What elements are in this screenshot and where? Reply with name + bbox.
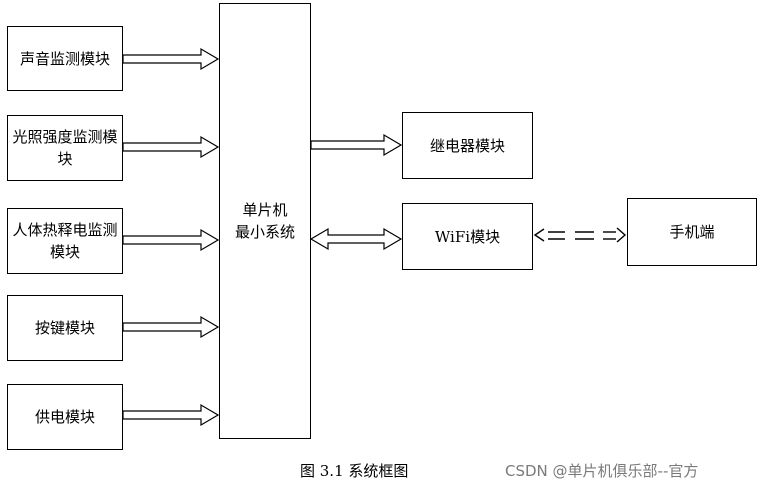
light-module-text: 光照强度监测模 块 xyxy=(12,126,117,170)
arrow-mcu-to-relay xyxy=(310,133,403,157)
power-module-label: 供电模块 xyxy=(34,408,95,426)
phone-box: 手机端 xyxy=(627,198,757,266)
mcu-text: 单片机 最小系统 xyxy=(235,199,295,243)
figure-caption: 图 3.1 系统框图 xyxy=(300,462,409,480)
arrow-sound-to-mcu xyxy=(122,47,220,71)
pir-module-box: 人体热释电监测 模块 xyxy=(7,208,123,274)
pir-module-text: 人体热释电监测 模块 xyxy=(12,219,117,263)
sound-module-box: 声音监测模块 xyxy=(7,26,123,91)
watermark: CSDN @单片机俱乐部--官方 xyxy=(505,462,699,480)
arrow-light-to-mcu xyxy=(122,135,220,159)
power-module-box: 供电模块 xyxy=(7,384,123,450)
arrow-pir-to-mcu xyxy=(122,228,220,252)
phone-label: 手机端 xyxy=(669,223,715,241)
key-module-label: 按键模块 xyxy=(34,319,95,337)
light-module-box: 光照强度监测模 块 xyxy=(7,115,123,181)
mcu-label-line1: 单片机 xyxy=(242,201,288,219)
pir-module-label-line1: 人体热释电监测 xyxy=(12,221,118,239)
relay-module-box: 继电器模块 xyxy=(402,112,533,179)
light-module-label-line1: 光照强度监测模 xyxy=(12,128,118,146)
arrow-key-to-mcu xyxy=(122,315,220,339)
wifi-module-box: WiFi模块 xyxy=(402,203,533,270)
sound-module-label: 声音监测模块 xyxy=(19,49,110,68)
light-module-label-line2: 块 xyxy=(57,150,73,168)
mcu-box: 单片机 最小系统 xyxy=(219,3,311,439)
arrow-power-to-mcu xyxy=(122,403,220,427)
wireless-link-wifi-phone xyxy=(533,227,627,243)
key-module-box: 按键模块 xyxy=(7,295,123,361)
wifi-module-label: WiFi模块 xyxy=(434,227,501,246)
mcu-label-line2: 最小系统 xyxy=(234,223,295,241)
relay-module-label: 继电器模块 xyxy=(429,136,505,155)
arrow-mcu-wifi-bidirectional xyxy=(309,227,403,251)
pir-module-label-line2: 模块 xyxy=(49,243,80,261)
